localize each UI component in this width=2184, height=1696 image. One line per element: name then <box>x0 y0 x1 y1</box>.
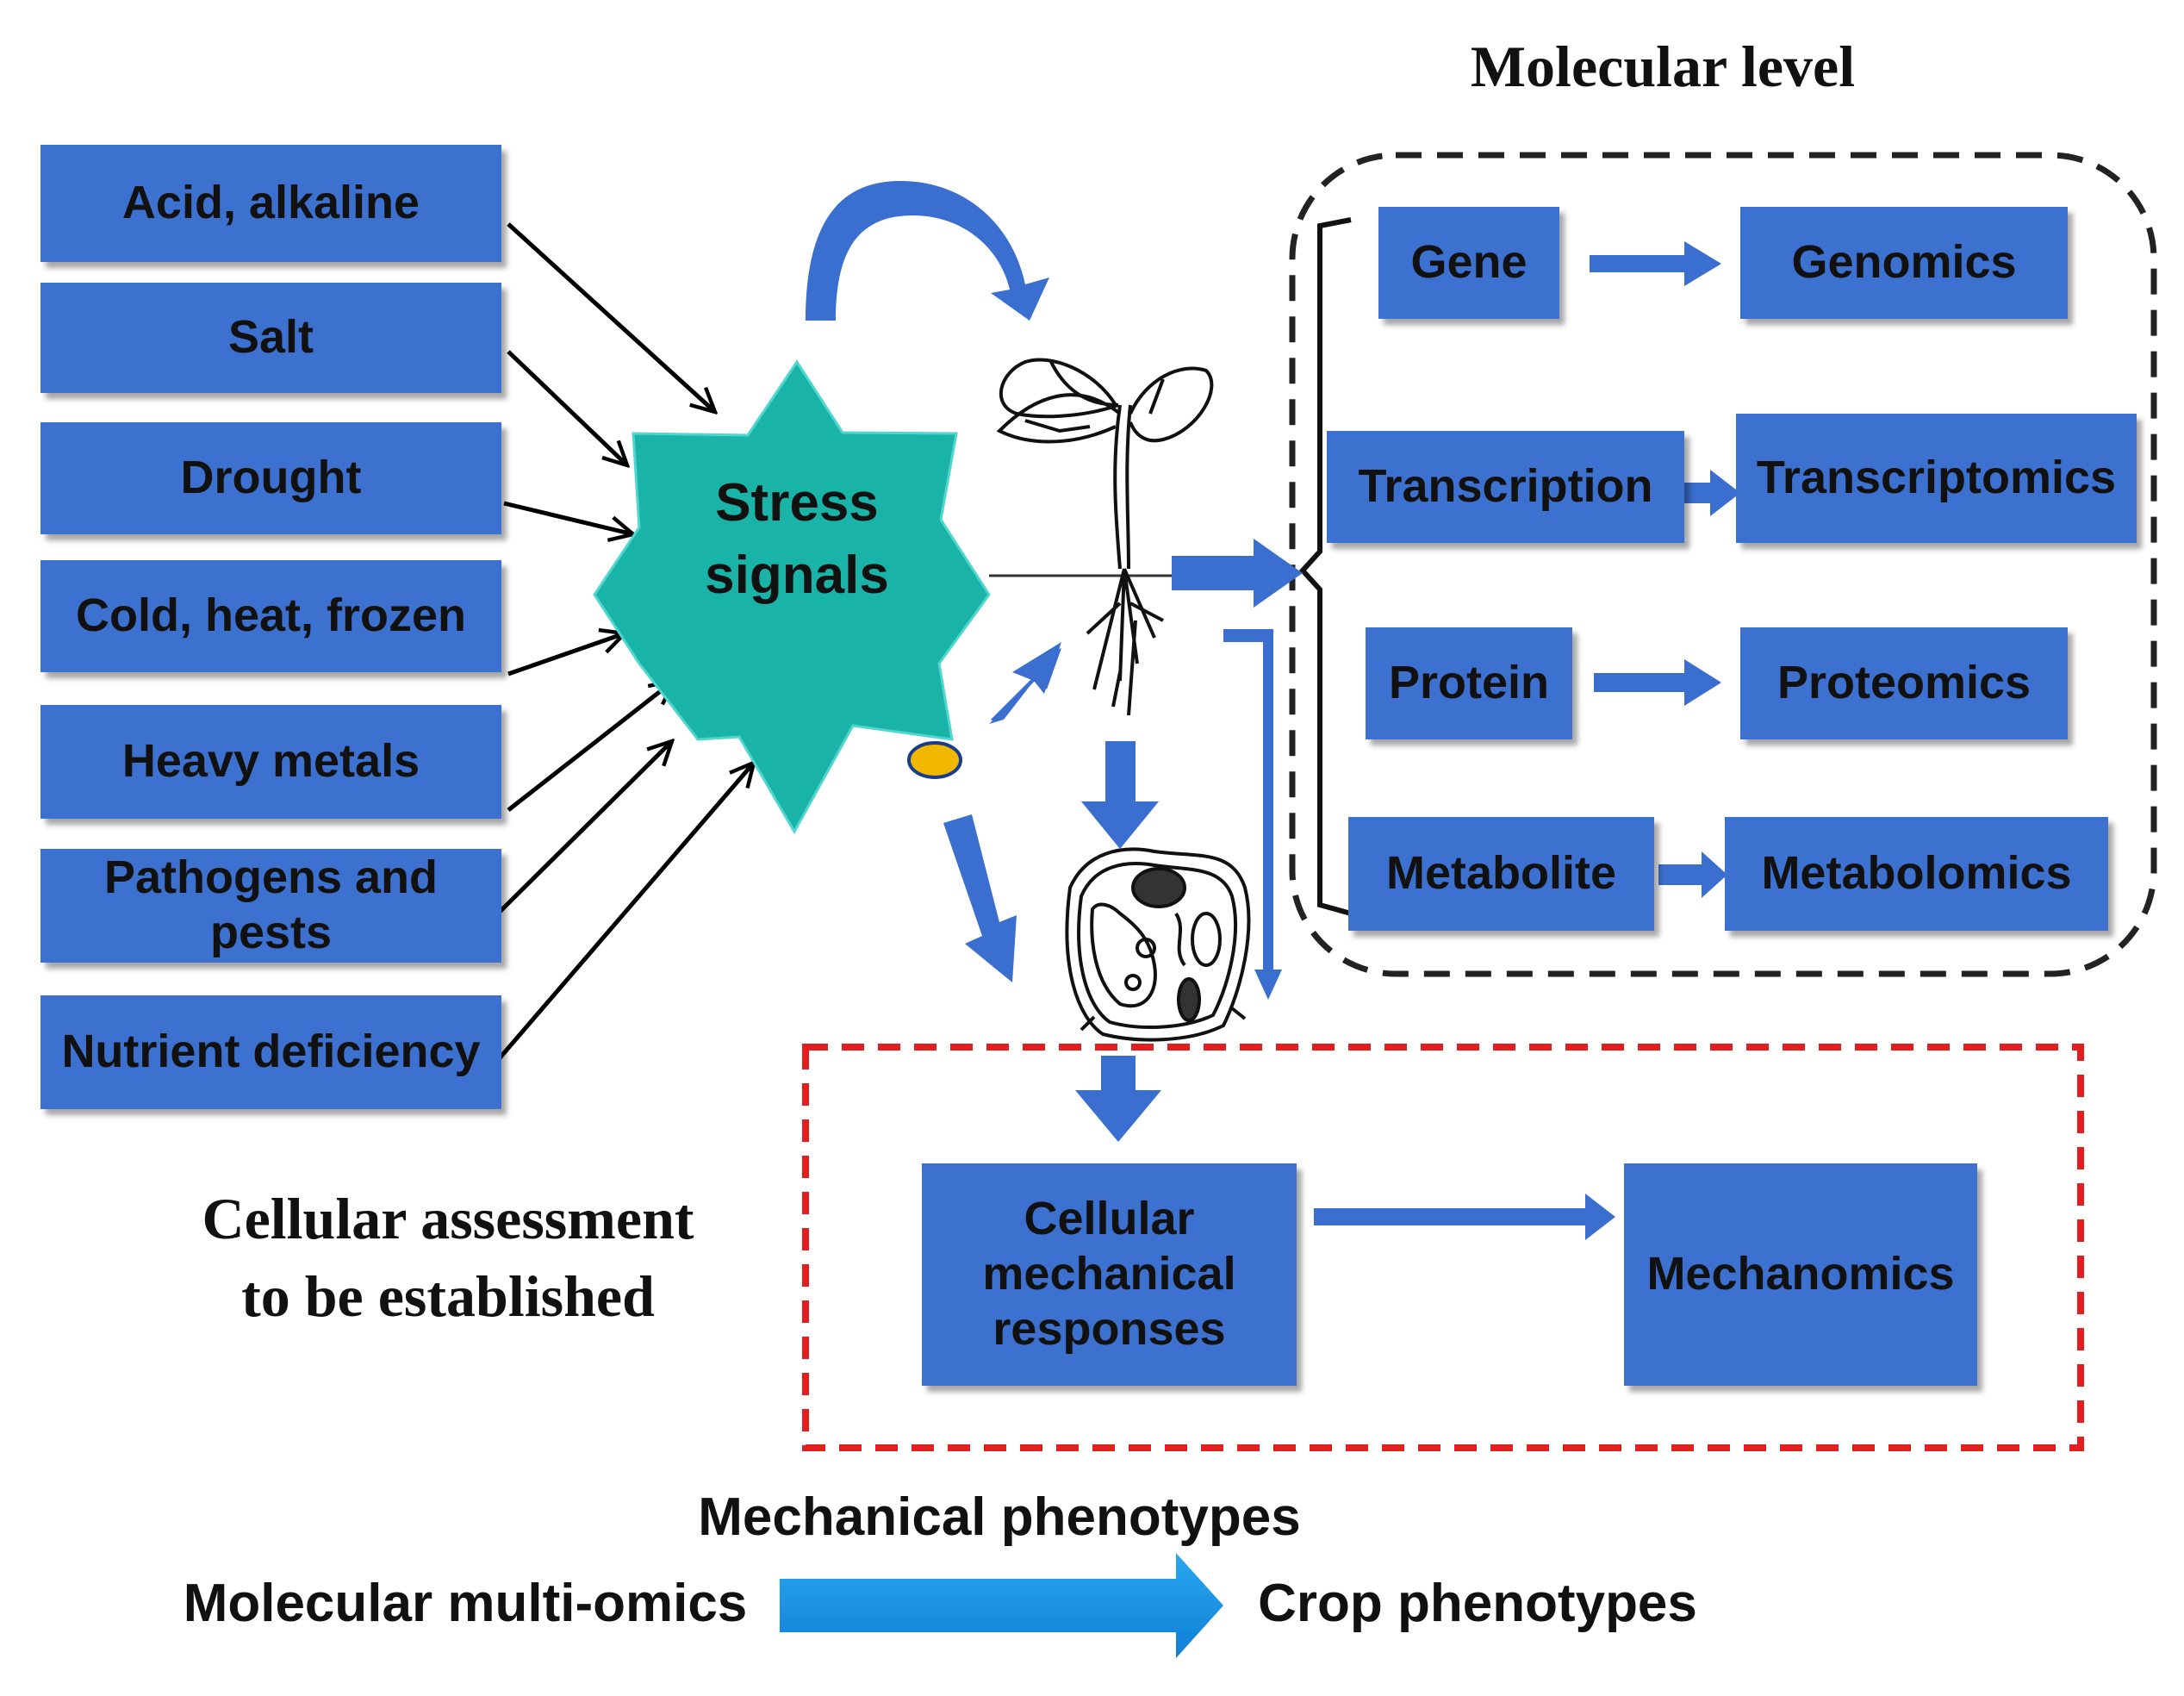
stressor-arrows <box>496 222 754 1062</box>
mechanomics-box: Mechanomics <box>1624 1163 1977 1386</box>
arrow-nutrient <box>496 763 754 1062</box>
crop-phenotypes-label: Crop phenotypes <box>1258 1574 1697 1633</box>
plant-cell-illustration <box>1065 847 1251 1042</box>
molecular-multiomics-label: Molecular multi-omics <box>183 1574 748 1633</box>
cellular-frame <box>802 1044 2084 1451</box>
phenotype-arrow <box>780 1553 1223 1658</box>
yellow-dot <box>907 741 962 779</box>
stressor-box-pathogens: Pathogens and pests <box>40 849 501 963</box>
stressor-box-nutrient: Nutrient deficiency <box>40 995 501 1109</box>
stress-star <box>593 359 991 835</box>
arrow-cold <box>507 633 625 677</box>
pair-arrow-transcription <box>1658 470 1740 516</box>
curved-arrow <box>806 181 1049 321</box>
cellular-responses-box: Cellular mechanical responses <box>922 1163 1297 1386</box>
stress-signals-line2: signals <box>705 546 889 605</box>
molecular-level-frame <box>1289 152 2157 977</box>
cellular-assessment-line1: Cellular assessment <box>202 1186 694 1251</box>
arrow-pathogens <box>496 741 672 915</box>
arrow-heavy <box>507 681 674 812</box>
arrow-acid <box>507 222 715 412</box>
blue-flow-arrows <box>943 241 1740 1240</box>
stressor-box-drought: Drought <box>40 422 501 534</box>
stressor-box-acid: Acid, alkaline <box>40 145 501 262</box>
molecular-level-gene: Gene <box>1378 207 1559 319</box>
arrow-plant-to-cell <box>1081 741 1159 849</box>
stressor-box-heavy-metals: Heavy metals <box>40 705 501 819</box>
omics-genomics: Genomics <box>1740 207 2068 319</box>
arrow-plant-to-molecular <box>1172 539 1303 608</box>
arrow-molecular-down <box>1223 629 1282 1000</box>
pair-arrow-metabolite <box>1658 851 1727 898</box>
omics-proteomics: Proteomics <box>1740 627 2068 739</box>
molecular-level-transcription: Transcription <box>1327 431 1684 543</box>
molecular-level-metabolite: Metabolite <box>1348 817 1654 931</box>
arrow-cell-to-responses <box>1075 1056 1161 1142</box>
molecular-bracket <box>1298 217 1352 916</box>
arrow-cellular-to-mechanomics <box>1314 1194 1615 1240</box>
molecular-level-title: Molecular level <box>1470 34 1856 99</box>
cellular-responses-line3: responses <box>992 1302 1226 1355</box>
omics-transcriptomics: Transcriptomics <box>1736 414 2137 543</box>
omics-metabolomics: Metabolomics <box>1725 817 2108 931</box>
molecular-level-protein: Protein <box>1366 627 1572 739</box>
stress-signals-line1: Stress <box>715 473 879 533</box>
stressor-box-salt: Salt <box>40 283 501 393</box>
stressor-box-cold: Cold, heat, frozen <box>40 560 501 672</box>
arrow-salt <box>507 350 627 465</box>
arrow-star-to-cell <box>943 814 1017 982</box>
arrow-drought <box>503 501 633 534</box>
cellular-assessment-line2: to be established <box>241 1263 655 1329</box>
cellular-responses-line2: mechanical <box>982 1248 1236 1300</box>
cellular-responses-line1: Cellular <box>1024 1193 1195 1245</box>
pair-arrow-gene <box>1590 241 1721 286</box>
plant-illustration <box>996 358 1214 716</box>
pair-arrow-protein <box>1594 659 1721 706</box>
mechanical-phenotypes-label: Mechanical phenotypes <box>698 1487 1301 1547</box>
